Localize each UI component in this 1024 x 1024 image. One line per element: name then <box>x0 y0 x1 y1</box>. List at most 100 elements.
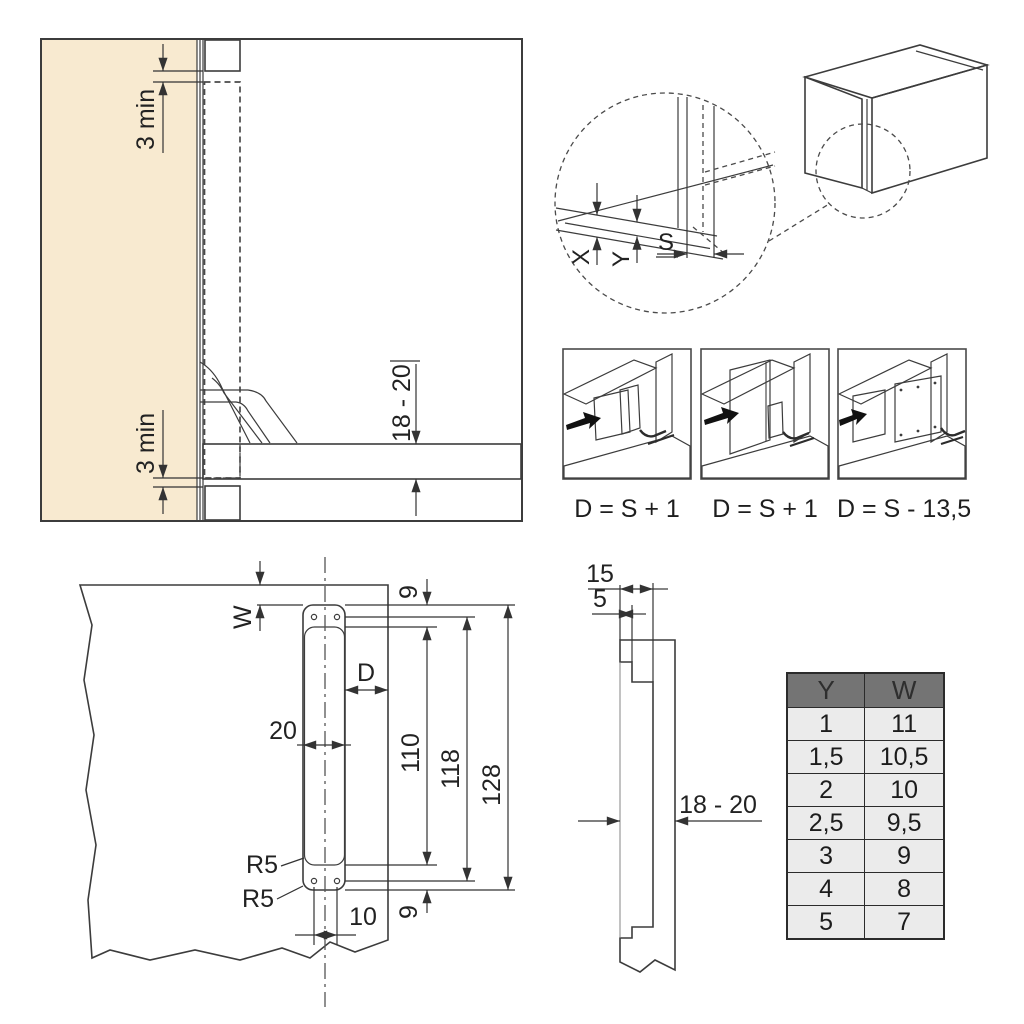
hanger-bracket <box>767 401 784 439</box>
dim-label-110: 110 <box>397 733 425 773</box>
dim-label-d: D <box>357 659 375 687</box>
cabinet-side <box>655 353 673 444</box>
dim-s <box>656 230 744 259</box>
recess-dashed-outline <box>203 81 241 479</box>
dim-w <box>255 561 303 631</box>
mounting-plate-screws <box>899 381 937 437</box>
dim-label-x: X <box>568 249 595 265</box>
w-value: 9,5 <box>864 806 945 840</box>
cabinet-side <box>793 353 811 444</box>
cabinet-top <box>700 359 796 405</box>
bracket-hook <box>940 427 966 437</box>
panel-with-recess <box>78 584 389 961</box>
installation-steps: D = S + 1 D = S + 1 <box>562 348 971 523</box>
dim-gap-top <box>153 44 203 153</box>
cabinet-top <box>562 359 658 405</box>
dim-label-5: 5 <box>593 585 607 613</box>
side-wall-panel <box>42 40 197 520</box>
extension-lines <box>345 604 515 891</box>
table-row: 1,5 10,5 <box>786 740 945 774</box>
y-value: 1 <box>786 707 866 741</box>
dim-label-y: Y <box>608 251 635 267</box>
drawing-border <box>40 38 523 522</box>
recess-dashed-over-shelf <box>204 444 241 479</box>
top-rail <box>204 39 241 72</box>
table-header-row: Y W <box>786 672 945 708</box>
detail-leader-line <box>768 203 830 242</box>
bracket-foot <box>940 436 964 445</box>
step-3-drawing <box>837 348 967 480</box>
w-value: 8 <box>864 872 945 906</box>
table-header-w: W <box>864 672 945 708</box>
step-3-formula: D = S - 13,5 <box>837 495 972 523</box>
dim-label-118: 118 <box>437 749 465 789</box>
w-value: 7 <box>864 905 945 940</box>
dim-label-15: 15 <box>586 560 614 588</box>
dim-gap-bottom <box>153 410 203 514</box>
insert-arrow-icon <box>839 409 867 426</box>
w-value: 11 <box>864 707 945 741</box>
bracket-hook <box>782 431 810 440</box>
back-panel <box>729 359 771 455</box>
dim-label-gap-bottom: 3 min <box>132 413 160 474</box>
table-row: 2,5 9,5 <box>786 806 945 840</box>
recess-dimension-drawing: W 9 110 118 128 9 D <box>78 557 515 1007</box>
step-3: D = S - 13,5 <box>837 348 971 523</box>
step-1-formula: D = S + 1 <box>574 495 680 523</box>
table-row: 3 9 <box>786 839 945 873</box>
cabinet-floor <box>838 435 966 479</box>
step-1-drawing <box>562 348 692 480</box>
hanger-bracket <box>199 361 298 444</box>
table-row: 4 8 <box>786 872 945 906</box>
cabinet-top <box>837 359 933 405</box>
yw-table-container: Y W 1 11 1,5 10,5 2 10 2,5 <box>786 672 945 940</box>
cabinet-floor <box>701 435 829 479</box>
bracket-hook <box>639 429 667 438</box>
detail-view-circle <box>554 92 776 314</box>
cross-section-drawing: 3 min 3 min 18 - 20 <box>40 38 523 522</box>
r5-lower-leader <box>276 885 304 900</box>
cover-cap <box>593 389 631 441</box>
y-value: 3 <box>786 839 866 873</box>
insert-arrow-icon <box>566 412 601 430</box>
r5-upper-leader <box>280 857 305 867</box>
profile-dimension-drawing: 15 5 18 - 20 <box>578 560 762 973</box>
detail-marker-circle <box>815 123 911 219</box>
dim-shelf-thickness <box>390 360 421 516</box>
back-panel-edge-lines <box>196 40 204 520</box>
dim-label-s: S <box>658 229 674 256</box>
dim-label-w: W <box>229 605 257 629</box>
cabinet-isometric <box>802 44 990 219</box>
step-2-drawing <box>700 348 830 480</box>
w-value: 10,5 <box>864 740 945 774</box>
table-row: 2 10 <box>786 773 945 807</box>
table-row: 5 7 <box>786 905 945 940</box>
y-value: 4 <box>786 872 866 906</box>
panel-profile <box>619 639 676 973</box>
insert-arrow-icon <box>704 407 739 425</box>
w-value: 10 <box>864 773 945 807</box>
bracket-foot <box>789 437 815 447</box>
dim-label-r5-lower: R5 <box>242 885 274 913</box>
table-row: 1 11 <box>786 707 945 741</box>
table-header-y: Y <box>786 672 866 708</box>
dim-label-thickness: 18 - 20 <box>679 791 757 819</box>
y-value: 2,5 <box>786 806 866 840</box>
recess-outer-outline <box>302 604 346 891</box>
step-2: D = S + 1 <box>700 348 830 523</box>
cabinet-detail-drawing: X Y S <box>554 44 990 314</box>
w-value: 9 <box>864 839 945 873</box>
dim-label-9-top: 9 <box>395 585 423 599</box>
yw-table: Y W 1 11 1,5 10,5 2 10 2,5 <box>786 672 945 940</box>
dim-label-shelf-thickness: 18 - 20 <box>388 364 416 442</box>
dim-label-gap-top: 3 min <box>132 89 160 150</box>
cabinet-side <box>930 353 948 444</box>
y-value: 1,5 <box>786 740 866 774</box>
dim-label-r5-upper: R5 <box>246 851 278 879</box>
mounting-plate <box>894 375 942 443</box>
step-2-formula: D = S + 1 <box>712 495 818 523</box>
dim-label-10: 10 <box>349 903 377 931</box>
y-value: 5 <box>786 905 866 940</box>
bracket-foot <box>647 434 675 445</box>
